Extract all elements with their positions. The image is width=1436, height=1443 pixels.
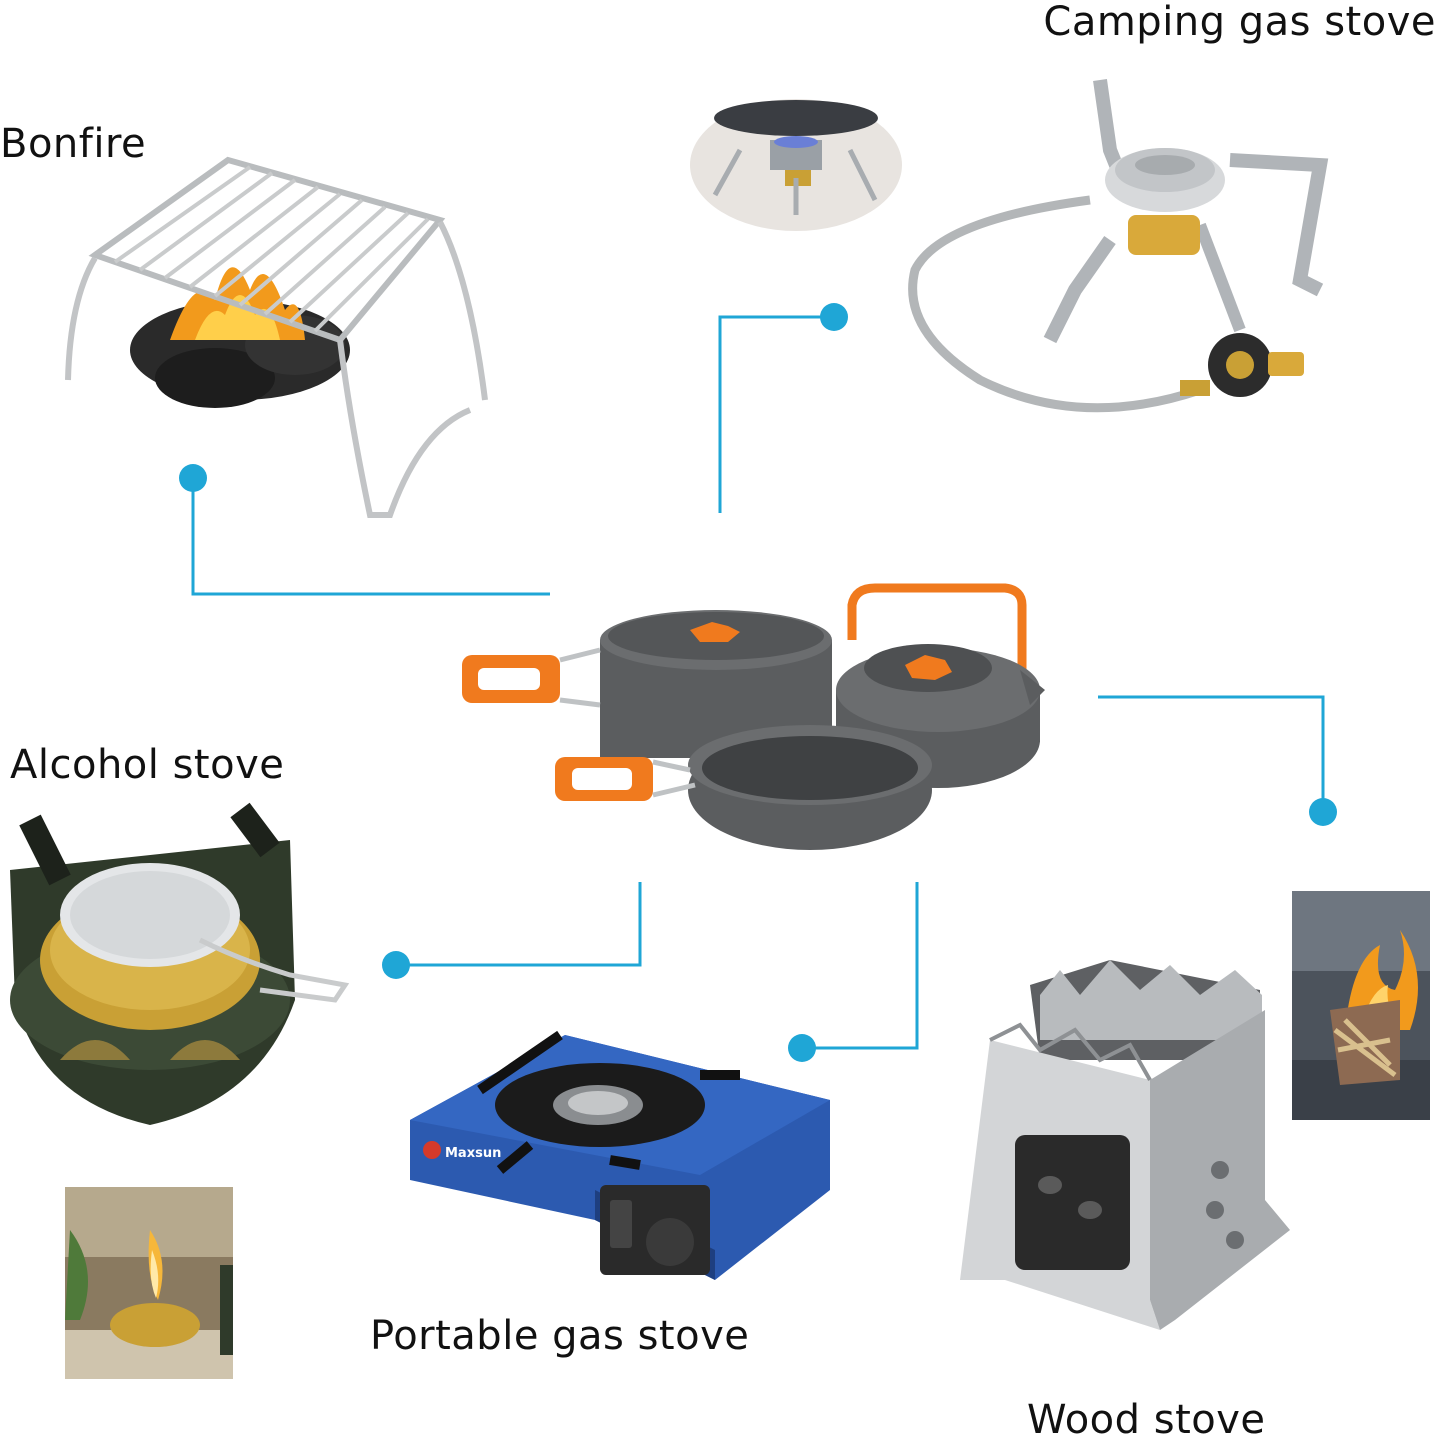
label-portable-gas-stove: Portable gas stove bbox=[370, 1313, 750, 1359]
connector-portable-gas-stove bbox=[788, 882, 919, 1062]
cookware-set-image bbox=[462, 583, 1045, 850]
connector-bonfire bbox=[179, 464, 550, 596]
camping-gas-stove-image bbox=[908, 79, 1329, 413]
portable-brand-mark: Maxsun bbox=[445, 1146, 501, 1161]
connector-alcohol-stove bbox=[382, 882, 642, 979]
connector-wood-stove bbox=[1098, 695, 1337, 826]
label-alcohol-stove: Alcohol stove bbox=[10, 742, 285, 788]
alcohol-stove-photo-image bbox=[65, 1187, 233, 1379]
label-bonfire: Bonfire bbox=[0, 121, 147, 167]
label-camping-gas-stove: Camping gas stove bbox=[1043, 0, 1436, 45]
bonfire-grill-image bbox=[65, 156, 488, 518]
alcohol-stove-image bbox=[10, 802, 350, 1125]
wood-stove-image bbox=[960, 960, 1290, 1330]
portable-gas-stove-image: Maxsun bbox=[410, 1030, 830, 1280]
wood-stove-photo-image bbox=[1292, 891, 1430, 1120]
connector-camping-gas-stove bbox=[718, 303, 848, 513]
label-wood-stove: Wood stove bbox=[1027, 1397, 1266, 1443]
camping-stove-inset-image bbox=[690, 99, 902, 231]
